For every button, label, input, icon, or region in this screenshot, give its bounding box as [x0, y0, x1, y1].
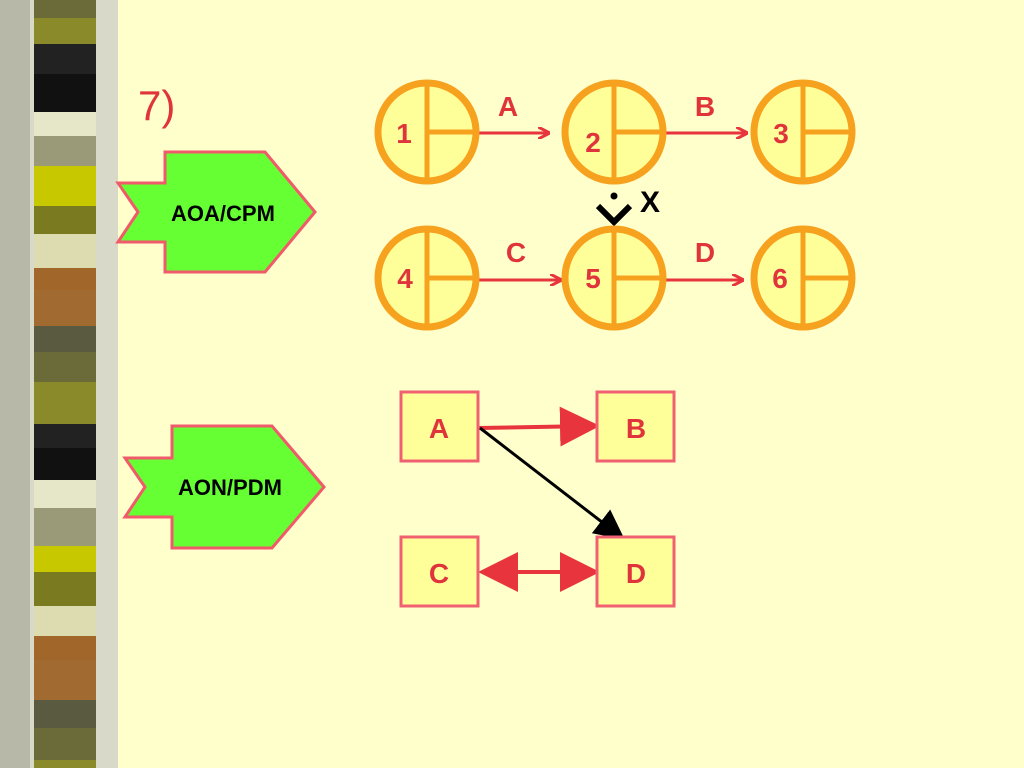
node-5: 5 — [561, 225, 667, 331]
activity-label-a: A — [498, 91, 518, 122]
box-label-b: B — [626, 413, 646, 444]
node-label-1: 1 — [396, 118, 412, 149]
aoa-callout-label: AOA/CPM — [171, 201, 275, 226]
activity-box-a: A — [399, 390, 480, 463]
node-2: 2 — [561, 79, 667, 185]
dependency-arrow-a-b — [477, 406, 600, 447]
activity-box-c: C — [399, 535, 480, 608]
aon-callout-label: AON/PDM — [178, 475, 282, 500]
node-label-4: 4 — [397, 263, 413, 294]
node-label-2: 2 — [585, 127, 601, 158]
node-3: 3 — [750, 79, 856, 185]
node-6: 6 — [750, 225, 856, 331]
node-label-5: 5 — [585, 263, 601, 294]
box-label-c: C — [429, 558, 449, 589]
activity-label-b: B — [695, 91, 715, 122]
activity-box-d: D — [595, 535, 676, 608]
decorative-sidebar — [0, 0, 118, 768]
dummy-activity-label: X — [640, 186, 660, 219]
dependency-arrow-a-d — [479, 426, 625, 540]
aoa-callout-arrow: AOA/CPM — [115, 150, 317, 274]
slide-number: 7) — [138, 82, 176, 129]
box-label-d: D — [626, 558, 646, 589]
aon-callout-arrow: AON/PDM — [122, 424, 326, 550]
node-label-6: 6 — [772, 263, 788, 294]
activity-box-b: B — [595, 390, 676, 463]
activity-label-d: D — [695, 237, 715, 268]
node-1: 1 — [374, 79, 480, 185]
node-label-3: 3 — [773, 118, 789, 149]
box-label-a: A — [429, 413, 449, 444]
activity-label-c: C — [506, 237, 526, 268]
node-4: 4 — [374, 225, 480, 331]
